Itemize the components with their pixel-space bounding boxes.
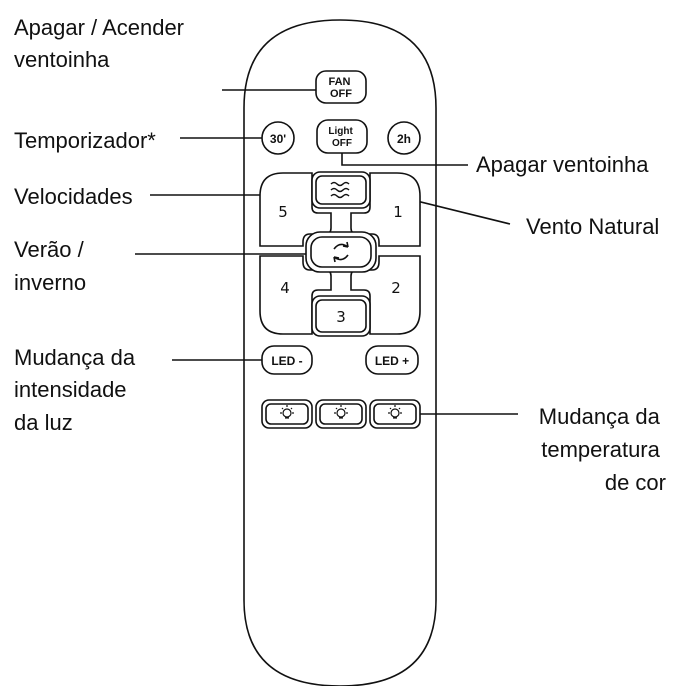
svg-text:LED -: LED - <box>271 354 302 368</box>
svg-text:LED +: LED + <box>375 354 409 368</box>
led-minus-button[interactable]: LED - <box>261 345 313 375</box>
svg-text:2: 2 <box>391 279 401 297</box>
svg-text:30': 30' <box>270 132 286 146</box>
summer-winter-button[interactable] <box>305 231 377 273</box>
light-bulb-icon <box>280 405 294 419</box>
svg-text:2h: 2h <box>397 132 411 146</box>
label-color-temp: Mudança da temperatura de cor <box>539 404 666 495</box>
label-light-intensity: Mudança da intensidade da luz <box>14 345 141 435</box>
leader-light-off <box>341 153 468 166</box>
natural-wind-button[interactable] <box>311 171 371 209</box>
label-light-off: Apagar ventoinha <box>476 152 649 177</box>
timer-30-button[interactable]: 30' <box>261 121 295 155</box>
fan-off-button[interactable]: FAN OFF <box>315 70 367 104</box>
label-timer: Temporizador* <box>14 128 156 153</box>
timer-2h-button[interactable]: 2h <box>387 121 421 155</box>
svg-text:FAN OFF: FAN OFF <box>328 76 353 100</box>
label-speeds: Velocidades <box>14 184 133 209</box>
label-summer-winter: Verão / inverno <box>14 237 90 295</box>
svg-text:3: 3 <box>336 308 346 326</box>
light-off-button[interactable]: Light OFF <box>316 119 368 154</box>
speed-3-button[interactable]: 3 <box>311 295 371 337</box>
color-temp-warm-button[interactable] <box>261 399 313 429</box>
swap-arrows-icon <box>333 241 349 263</box>
speed-1-button[interactable]: 1 <box>350 172 421 247</box>
color-temp-cool-button[interactable] <box>369 399 421 429</box>
speed-4-button[interactable]: 4 <box>259 255 332 335</box>
speed-2-button[interactable]: 2 <box>350 255 421 335</box>
svg-text:4: 4 <box>280 279 290 297</box>
label-natural-wind: Vento Natural <box>526 214 659 239</box>
label-fan-onoff: Apagar / Acender ventoinha <box>14 15 190 72</box>
svg-text:Light OFF: Light OFF <box>328 126 355 149</box>
speed-5-button[interactable]: 5 <box>259 172 332 247</box>
color-temp-neutral-button[interactable] <box>315 399 367 429</box>
svg-text:5: 5 <box>278 203 288 221</box>
light-bulb-icon <box>388 405 402 419</box>
led-plus-button[interactable]: LED + <box>365 345 419 375</box>
wind-waves-icon <box>330 181 350 199</box>
light-bulb-icon <box>334 405 348 419</box>
svg-text:1: 1 <box>393 203 403 221</box>
